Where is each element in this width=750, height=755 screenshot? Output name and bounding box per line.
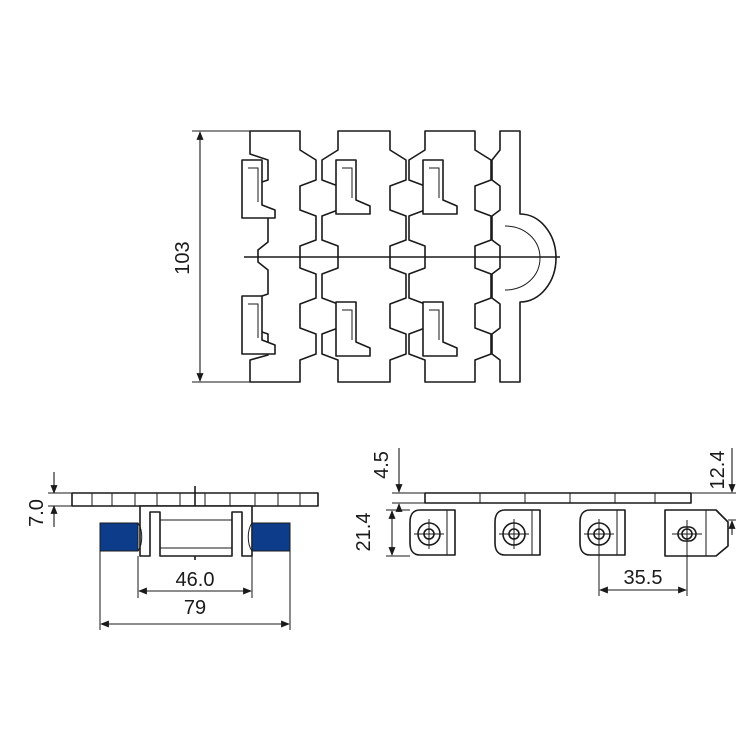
side-top-plate	[424, 492, 692, 504]
top-view: 103	[172, 130, 560, 383]
link-end	[664, 509, 729, 562]
link-3	[579, 509, 626, 556]
wear-strip-right	[251, 522, 291, 552]
outer-width-label: 79	[184, 597, 206, 619]
pitch-label: 35.5	[624, 567, 663, 589]
link-1	[409, 509, 456, 556]
link-2	[494, 509, 541, 556]
inner-width-label: 46.0	[176, 569, 215, 591]
plate-height-label: 7.0	[26, 499, 48, 527]
total-height-label: 12.4	[707, 451, 729, 490]
side-view: 4.5 21.4 12.4 35.5	[353, 448, 736, 596]
wear-strip-left	[99, 522, 139, 552]
width-dimension-label: 103	[172, 241, 194, 274]
chain-height-label: 21.4	[353, 513, 375, 552]
front-view: 7.0 46.0 79	[26, 472, 319, 630]
plate-thickness-label: 4.5	[371, 451, 393, 479]
